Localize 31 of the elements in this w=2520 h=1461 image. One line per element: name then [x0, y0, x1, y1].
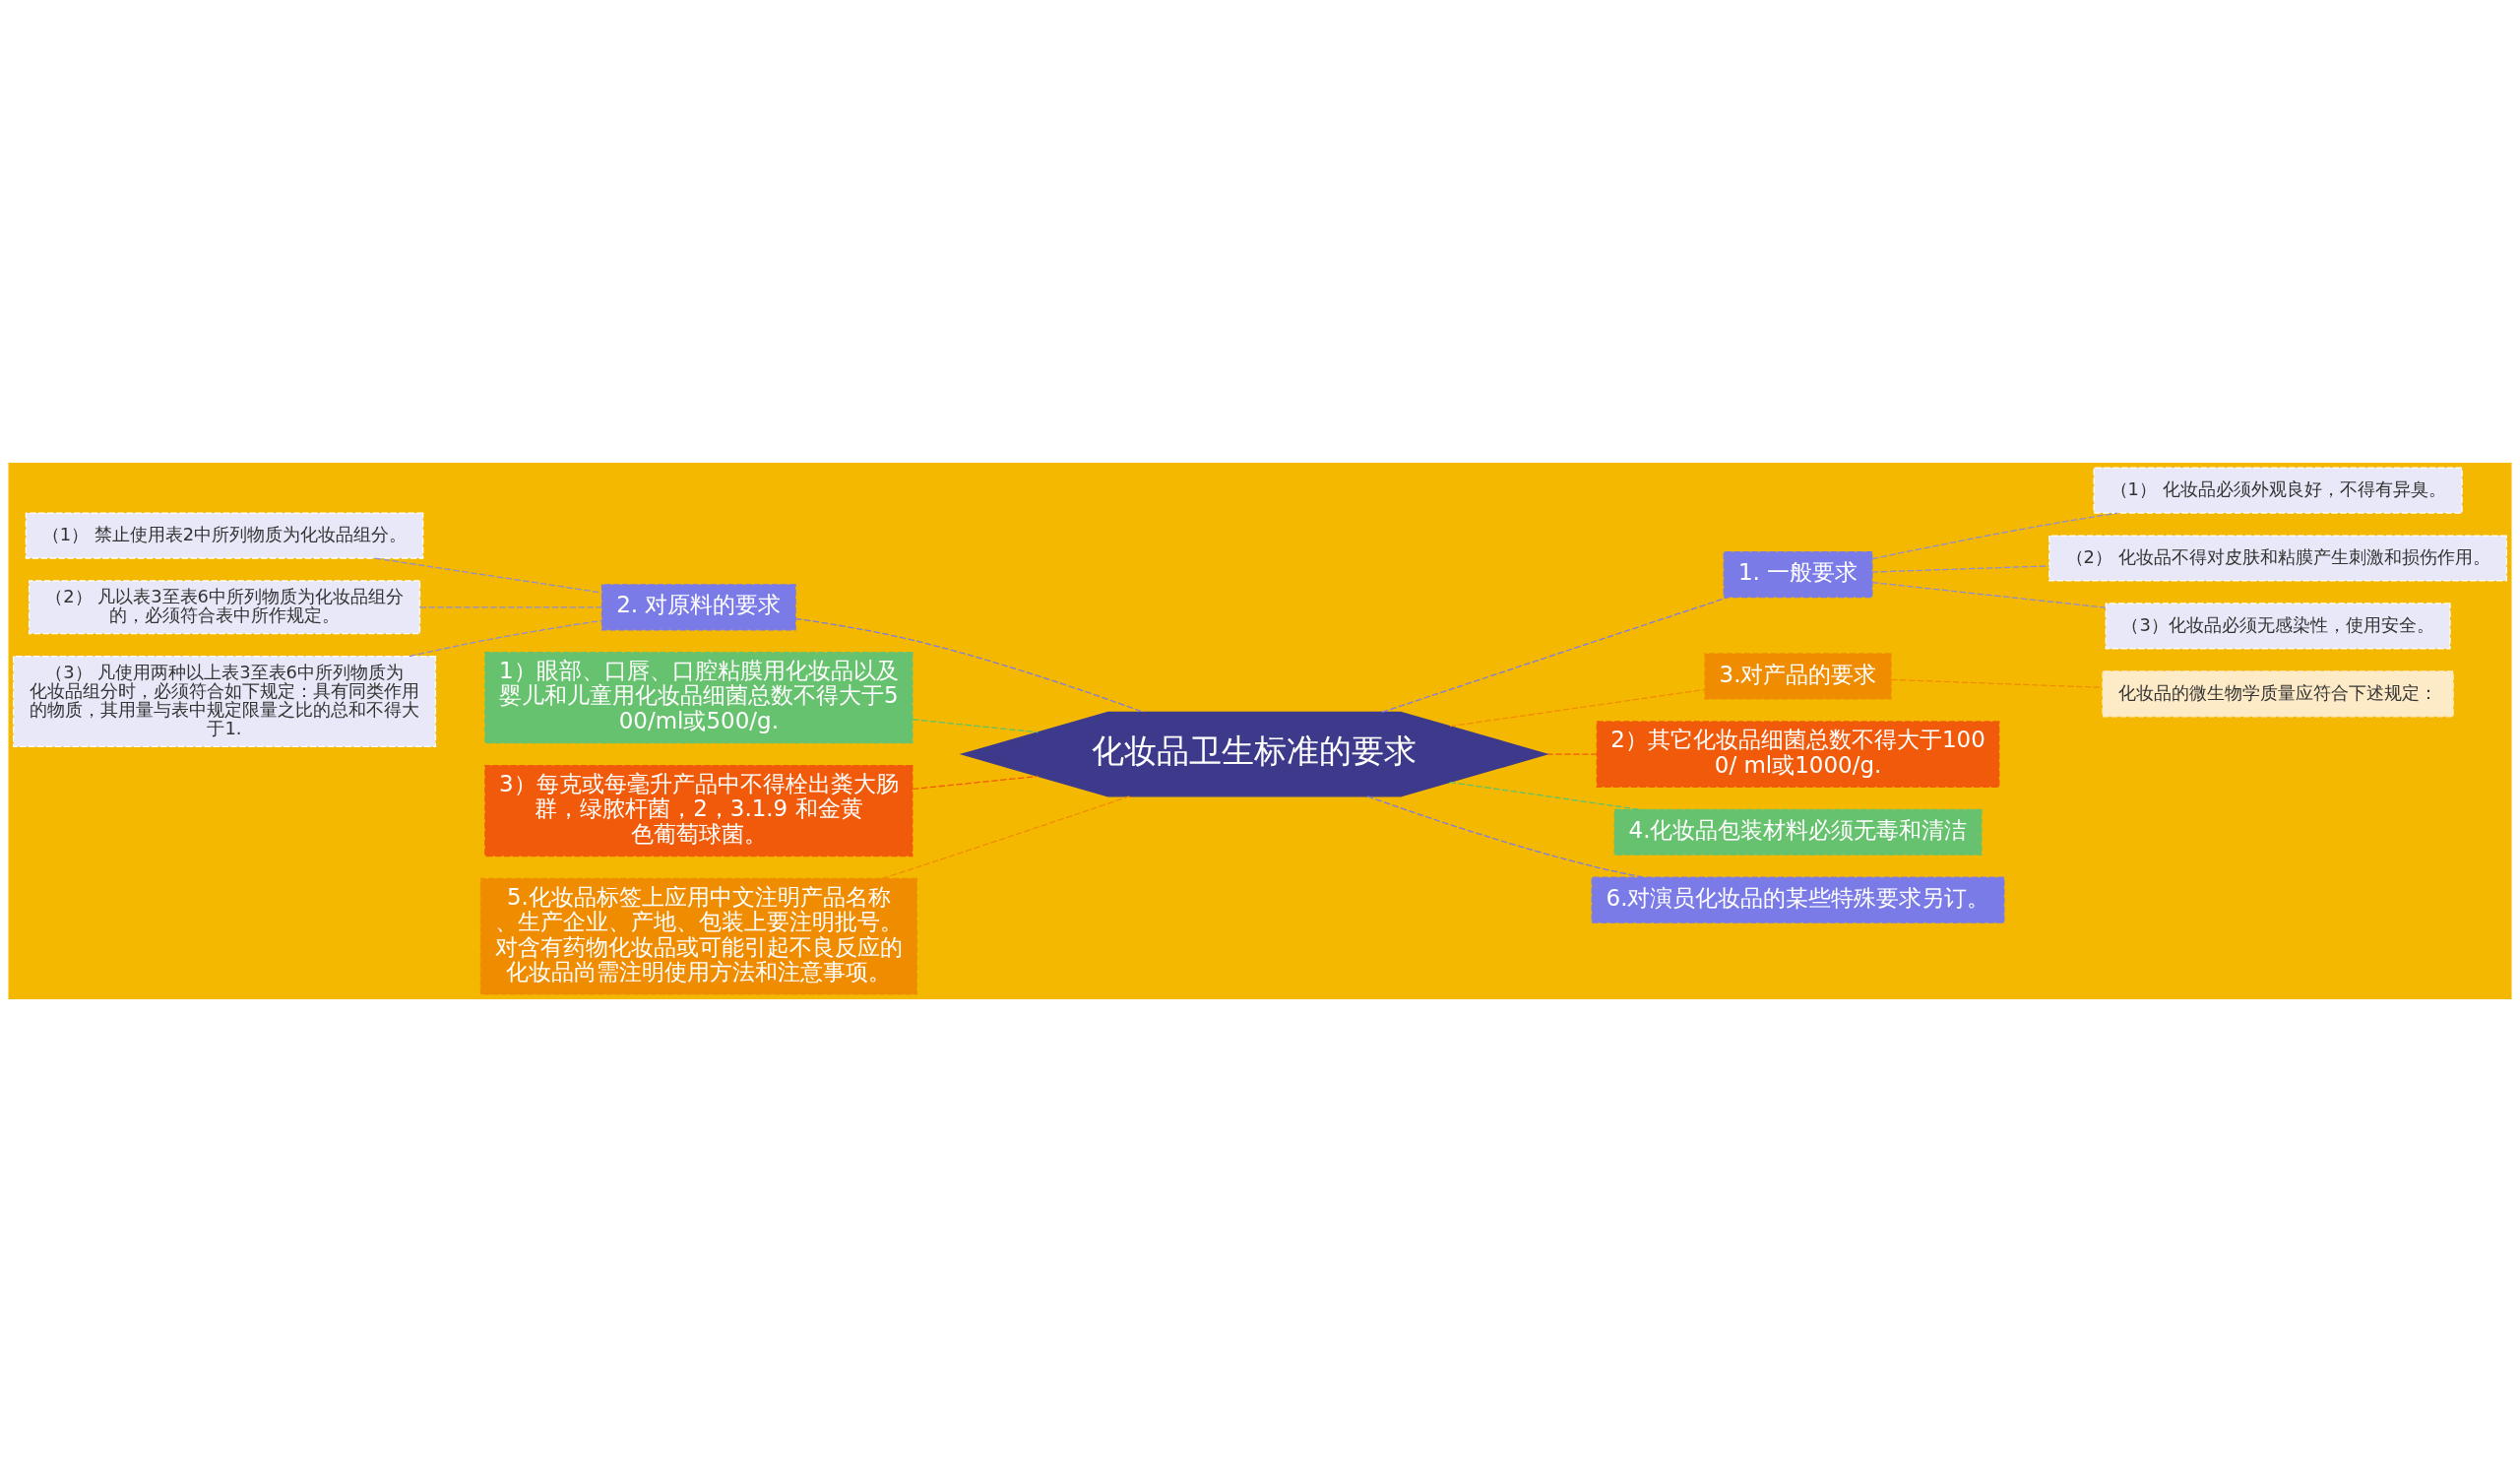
connector: [1366, 794, 1645, 878]
connector: [1449, 688, 1706, 727]
node-box: 4.化妆品包装材料必须无毒和清洁: [1613, 808, 1983, 856]
node-box: （1） 化妆品必须外观良好，不得有异臭。: [2093, 466, 2463, 514]
connector: [374, 556, 603, 594]
connector: [1871, 512, 2118, 559]
node-box: 6.对演员化妆品的某些特殊要求另订。: [1591, 876, 2005, 923]
connector: [881, 794, 1130, 879]
node-box: 5.化妆品标签上应用中文注明产品名称、生产企业、产地、包装上要注明批号。对含有药物化妆品或可能引起不良反应的化妆品尚需注明使用方法和注意事项。: [479, 877, 917, 995]
connector: [1381, 596, 1730, 713]
node-box: 1. 一般要求: [1723, 550, 1873, 598]
connector: [409, 619, 602, 657]
connector: [794, 617, 1145, 713]
node-box: （2） 凡以表3至表6中所列物质为化妆品组分的，必须符合表中所作规定。: [28, 579, 421, 634]
connector: [1871, 581, 2107, 608]
node-box: （1） 禁止使用表2中所列物质为化妆品组分。: [25, 511, 424, 559]
connector: [1871, 564, 2050, 573]
connector: [1545, 752, 1598, 755]
node-box: 3.对产品的要求: [1704, 652, 1892, 700]
node-box: 3）每克或每毫升产品中不得栓出粪大肠群，绿脓杆菌，2，3.1.9 和金黄色葡萄球菌。: [484, 764, 914, 857]
node-box: （3）化妆品必须无感染性，使用安全。: [2105, 602, 2451, 650]
connector: [419, 605, 603, 607]
connector: [1449, 781, 1641, 810]
connector: [912, 718, 1040, 732]
node-box: 2. 对原料的要求: [600, 583, 796, 630]
node-box: （3） 凡使用两种以上表3至表6中所列物质为化妆品组分时，必须符合如下规定：具有同类作用的物质，其用量与表中规定限量之比的总和不得大于1.: [12, 655, 437, 747]
connector: [912, 775, 1040, 790]
node-box: （2） 化妆品不得对皮肤和粘膜产生刺激和损伤作用。: [2048, 534, 2508, 582]
node-box: 2）其它化妆品细菌总数不得大于1000/ ml或1000/g.: [1596, 720, 2000, 788]
node-box: 1）眼部、口唇、口腔粘膜用化妆品以及婴儿和儿童用化妆品细菌总数不得大于500/ml或500/g.: [484, 651, 914, 743]
node-box: 化妆品的微生物学质量应符合下述规定：: [2102, 669, 2454, 717]
